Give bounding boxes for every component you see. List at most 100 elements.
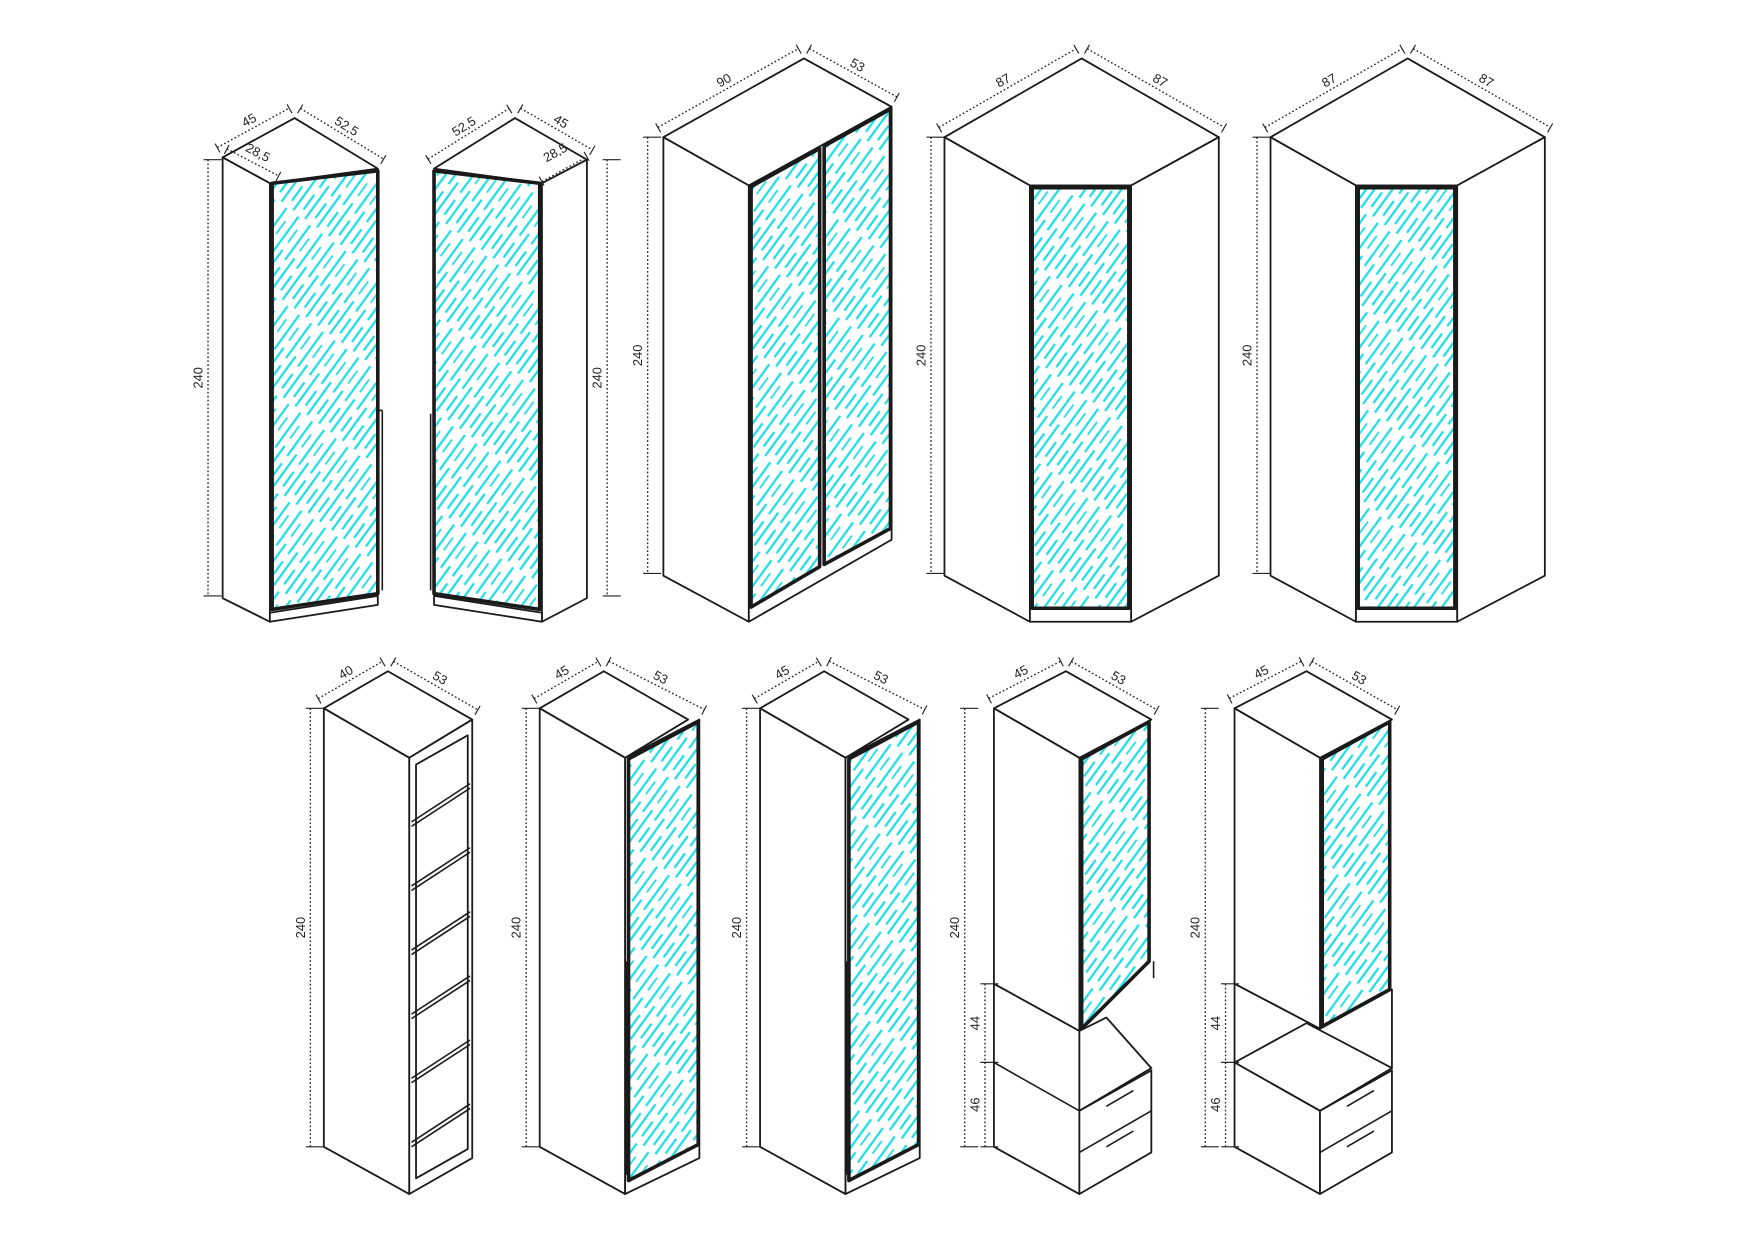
dimension-height: 240: [947, 707, 979, 1148]
height-label: 240: [190, 367, 205, 389]
left-side-panel: [1269, 136, 1357, 623]
dimension-height: 240: [1239, 136, 1271, 574]
dimension-height: 240: [190, 159, 222, 597]
dimension-label: 53: [871, 667, 891, 687]
height-label: 240: [1188, 917, 1203, 939]
height-label: 240: [590, 367, 605, 389]
dimension-width: 45: [751, 657, 822, 704]
height-label: 240: [293, 917, 308, 939]
height-label: 46: [1208, 1097, 1223, 1111]
shelf: [411, 975, 471, 1015]
dimension-depth: 53: [1068, 657, 1160, 715]
dimension-height: 240: [293, 707, 324, 1148]
plinth: [268, 594, 379, 623]
dimension-label: 45: [1011, 662, 1031, 682]
shelf-edge: [411, 1043, 471, 1084]
dimension-label: 53: [848, 55, 868, 75]
right-side-panel: [1456, 136, 1546, 623]
shelf-edge: [411, 787, 471, 828]
side-panel: [759, 707, 847, 1195]
height-label: 240: [1239, 345, 1254, 367]
mirror-door-right: [822, 107, 893, 567]
drawer-handle: [1105, 1089, 1134, 1108]
dimension-width: 45: [531, 657, 602, 704]
dimension-height: 240: [729, 707, 761, 1148]
dimension-width: 45: [214, 103, 293, 153]
dimension-depth: 53: [1308, 657, 1401, 715]
dimension-inner: 28,5: [223, 140, 282, 182]
dimension-height: 240: [509, 707, 540, 1148]
side-panel: [221, 156, 271, 623]
side-panel: [322, 707, 411, 1195]
dimension-width: 40: [315, 657, 386, 704]
dimension-width: 45: [1226, 656, 1305, 704]
shelf: [411, 1039, 471, 1079]
dimension-label: 45: [551, 111, 571, 131]
height-label: 240: [630, 345, 645, 367]
single-door-wardrobe-a: 45 53 240: [509, 656, 707, 1195]
mirror-door-left: [749, 146, 822, 609]
dimension-label: 45: [239, 110, 259, 130]
upper-side-panel: [993, 707, 1081, 1032]
dimension-label: 45: [552, 662, 572, 682]
drawer-divider: [1319, 1110, 1393, 1154]
dimension-depth: 87: [1409, 44, 1554, 133]
drawer-handle: [1346, 1089, 1375, 1108]
mirror-door: [1356, 185, 1457, 611]
dimension-depth: 53: [605, 656, 707, 715]
right-side-panel: [1130, 136, 1220, 623]
mirror-door: [1320, 720, 1392, 1029]
single-door-wardrobe-b: 45 53 240: [729, 656, 928, 1195]
plinth: [433, 594, 543, 623]
dimension-upper: 44: [967, 983, 999, 1064]
mirror-door: [432, 169, 542, 612]
dimension-label: 53: [651, 667, 671, 687]
dimension-height: 240: [630, 136, 662, 574]
dimension-label: 52,5: [449, 113, 478, 139]
height-label: 46: [967, 1097, 982, 1111]
dimension-depth: 53: [826, 656, 928, 715]
height-label: 240: [729, 917, 744, 939]
drawer-handle: [1105, 1130, 1134, 1148]
dimension-label: 45: [772, 662, 792, 682]
upper-side-panel: [1233, 707, 1321, 1030]
dimension-label: 53: [1349, 668, 1369, 688]
mirror-door: [1030, 185, 1131, 611]
wardrobe-with-vanity-a: 45 53 240 44 46: [947, 656, 1160, 1195]
shelf: [411, 1103, 471, 1143]
side-panel: [662, 136, 750, 623]
mirror-door: [1079, 720, 1151, 1031]
desk-top: [1078, 1016, 1153, 1112]
side-panel: [541, 158, 588, 623]
dimension-height: 240: [913, 136, 945, 574]
mirror-door: [847, 720, 921, 1183]
shelf-edge: [411, 915, 471, 956]
dimension-depth: 87: [1083, 44, 1228, 133]
dimension-label: 52,5: [332, 113, 361, 139]
dimension-lower: 46: [967, 1061, 999, 1148]
dimension-height: 240: [1188, 707, 1219, 1148]
mirror-door: [270, 169, 380, 612]
shelf: [411, 782, 471, 823]
drawer-handle: [1346, 1130, 1375, 1148]
dimension-label: 40: [336, 662, 356, 682]
dimension-label: 87: [1150, 70, 1170, 90]
height-label: 44: [967, 1016, 982, 1030]
height-label: 240: [947, 917, 962, 939]
shelf-edge: [411, 851, 471, 892]
shelf: [411, 847, 471, 887]
desk-line: [993, 1061, 1080, 1112]
dimension-width: 90: [655, 44, 802, 133]
dimension-width: 87: [936, 44, 1080, 133]
dimension-height: 240: [590, 159, 621, 597]
dimension-label: 90: [714, 70, 734, 90]
dimension-label: 45: [1251, 662, 1271, 682]
drawer-divider: [1078, 1110, 1152, 1154]
dimension-depth: 53: [390, 657, 481, 715]
shelf: [411, 911, 471, 951]
dimension-label: 87: [1476, 70, 1496, 90]
